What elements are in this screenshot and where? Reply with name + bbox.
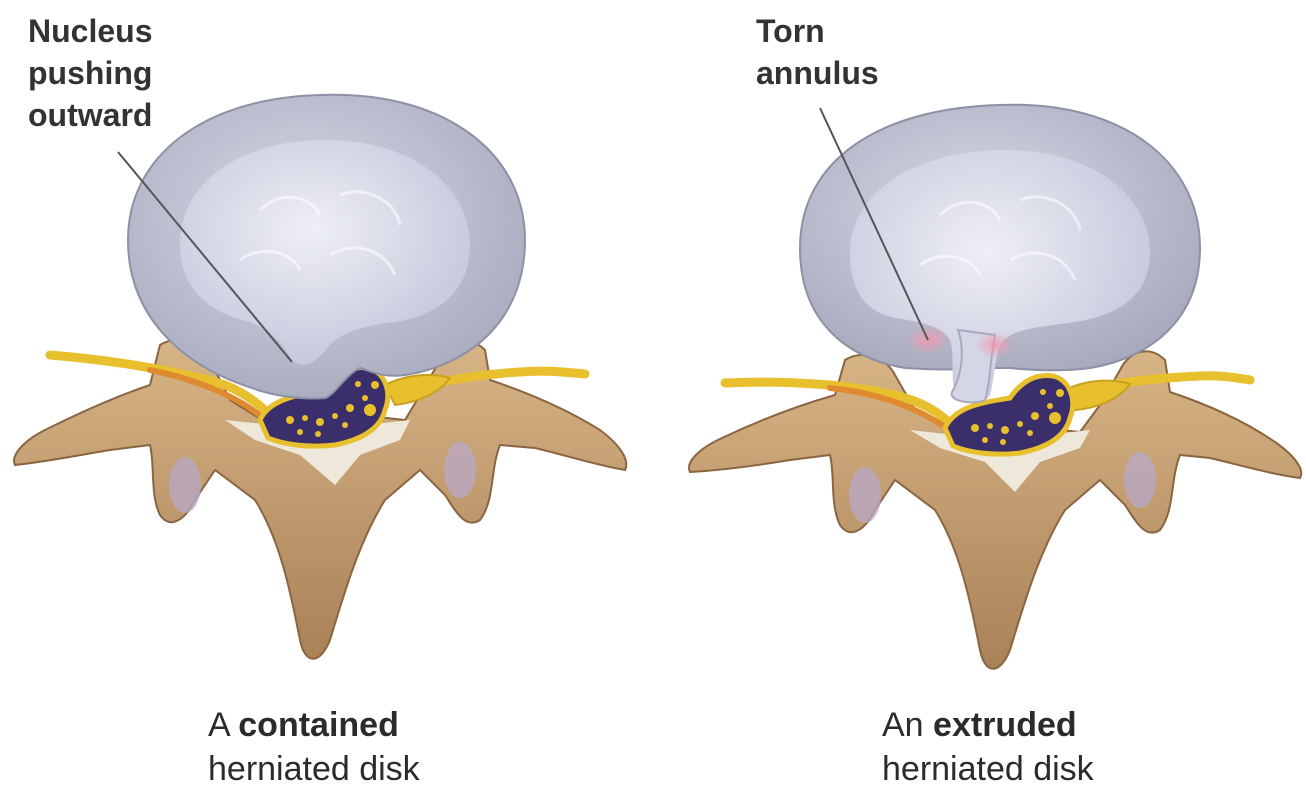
right-caption-line-2: herniated disk: [882, 750, 1094, 788]
left-caption-prefix: A: [208, 706, 229, 744]
right-spinal-canal: [942, 372, 1076, 457]
right-nucleus-texture: [919, 195, 1082, 281]
right-cauda-dots: [971, 389, 1064, 445]
left-callout-pointer: [117, 151, 293, 363]
left-callout-line-3: outward: [28, 97, 153, 133]
left-vertebral-bone: [13, 339, 628, 660]
right-callout-line-1: Torn: [756, 13, 825, 49]
left-callout-line-1: Nucleus: [28, 13, 153, 49]
right-nerve-left: [720, 377, 960, 433]
left-facet-right: [444, 442, 476, 498]
left-vertebra: [13, 93, 628, 660]
left-caption-line-1: A contained: [208, 703, 420, 747]
right-caption-line-1: An extruded: [882, 703, 1094, 747]
left-nucleus: [180, 139, 470, 365]
right-callout-line-2: annulus: [756, 55, 879, 91]
left-facet-left: [169, 457, 201, 513]
right-tear-right: [975, 331, 1015, 359]
right-caption-bold: extruded: [933, 706, 1077, 744]
right-callout-pointer: [819, 107, 929, 341]
left-caption: A contained herniated disk: [208, 703, 420, 791]
right-facet-left: [849, 467, 881, 523]
left-callout-line-2: pushing: [28, 55, 153, 91]
left-nerve-right-thick: [383, 373, 452, 407]
right-caption: An extruded herniated disk: [882, 703, 1094, 791]
left-cauda-dots: [286, 381, 379, 437]
left-caption-line-2: herniated disk: [208, 750, 420, 788]
left-nucleus-texture: [239, 190, 402, 276]
right-nerve-right-thick: [1063, 379, 1132, 412]
right-caption-prefix: An: [882, 706, 924, 744]
right-vertebra: [688, 103, 1303, 670]
left-callout-label: Nucleus pushing outward: [28, 10, 152, 136]
left-nerve-left: [45, 350, 280, 425]
right-facet-right: [1124, 452, 1156, 508]
left-caption-bold: contained: [238, 706, 399, 744]
right-nucleus: [850, 149, 1150, 403]
right-vertebral-bone: [688, 350, 1303, 670]
right-callout-label: Torn annulus: [756, 10, 879, 94]
